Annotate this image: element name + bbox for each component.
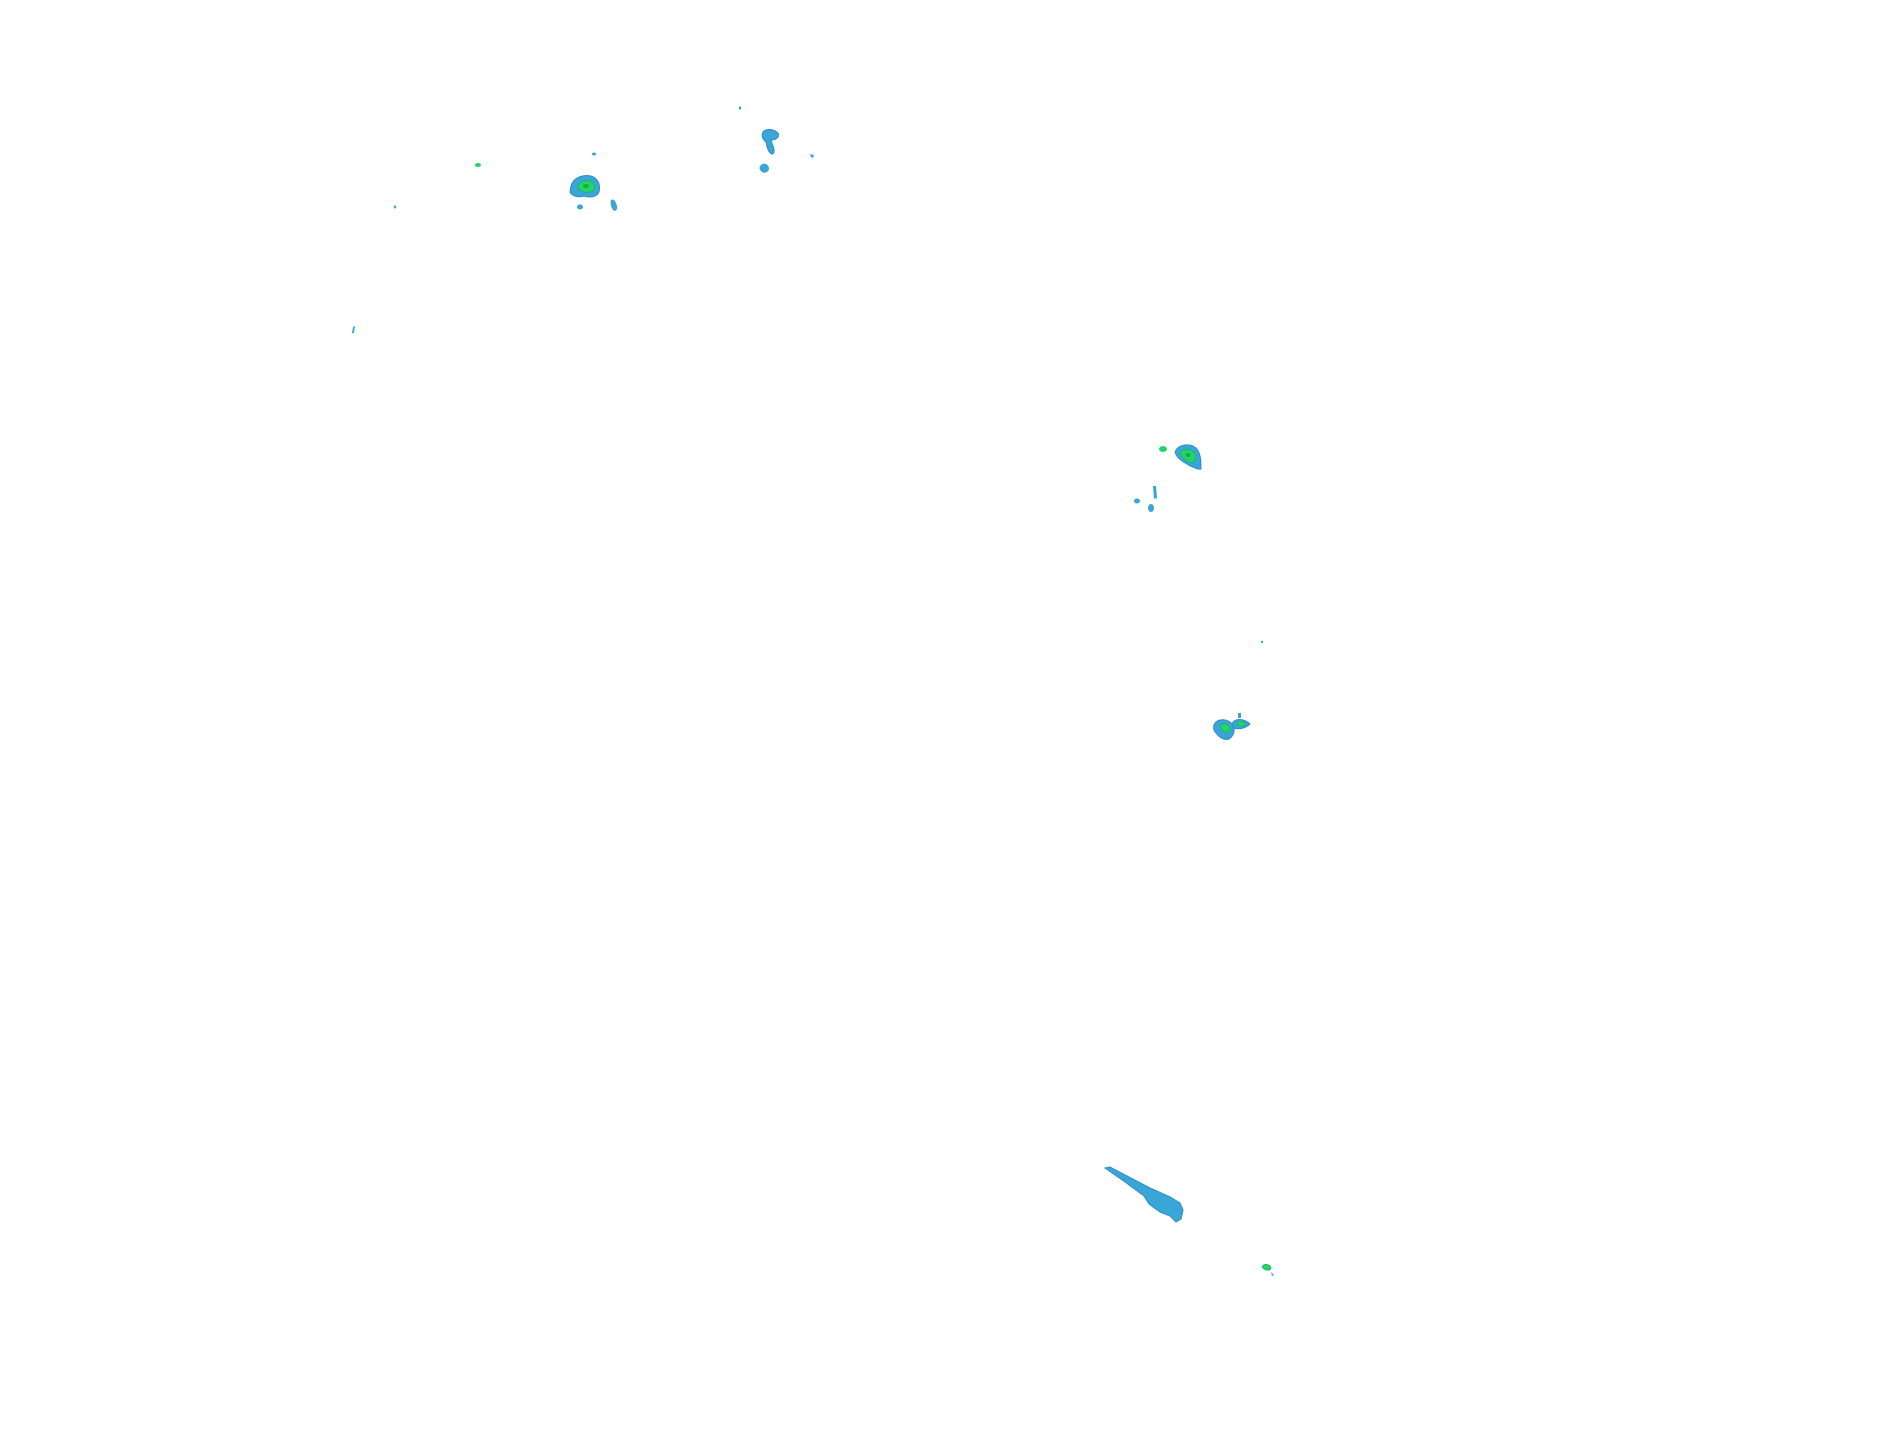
echo-speck	[1260, 640, 1264, 644]
echo-band-south	[1103, 1166, 1184, 1223]
echo-cell-4b-mid	[1236, 720, 1247, 727]
echo-cell-cluster-north	[738, 106, 814, 173]
echo-speck	[577, 204, 583, 210]
echo-speck	[1159, 446, 1167, 452]
echo-cell-1-core	[583, 184, 589, 188]
echo-cell-cluster-northwest	[352, 152, 618, 333]
echo-speck	[738, 106, 742, 110]
echo-cell-cluster-far-south	[1261, 1264, 1274, 1276]
echo-speck	[1153, 486, 1157, 499]
echo-speck	[393, 205, 397, 209]
echo-speck	[352, 326, 355, 333]
echo-speck	[1134, 498, 1140, 504]
echo-speck	[1148, 504, 1154, 512]
echo-cell-cluster-southeast	[1213, 640, 1264, 740]
echo-cell-6-mid	[1261, 1264, 1272, 1271]
echo-cell-2-outer	[761, 129, 779, 155]
echo-cell-3-core	[1185, 453, 1191, 457]
echo-speck	[610, 199, 618, 211]
echo-speck	[1238, 713, 1241, 718]
echo-speck	[1271, 1272, 1274, 1276]
echo-speck	[475, 163, 481, 167]
echo-cell-cluster-east	[1134, 444, 1202, 512]
echo-speck	[592, 152, 596, 156]
echo-cell-4-mid	[1220, 723, 1231, 733]
echo-cell-5-outer	[1103, 1166, 1184, 1223]
echo-speck	[759, 163, 769, 173]
echo-speck	[810, 154, 814, 158]
